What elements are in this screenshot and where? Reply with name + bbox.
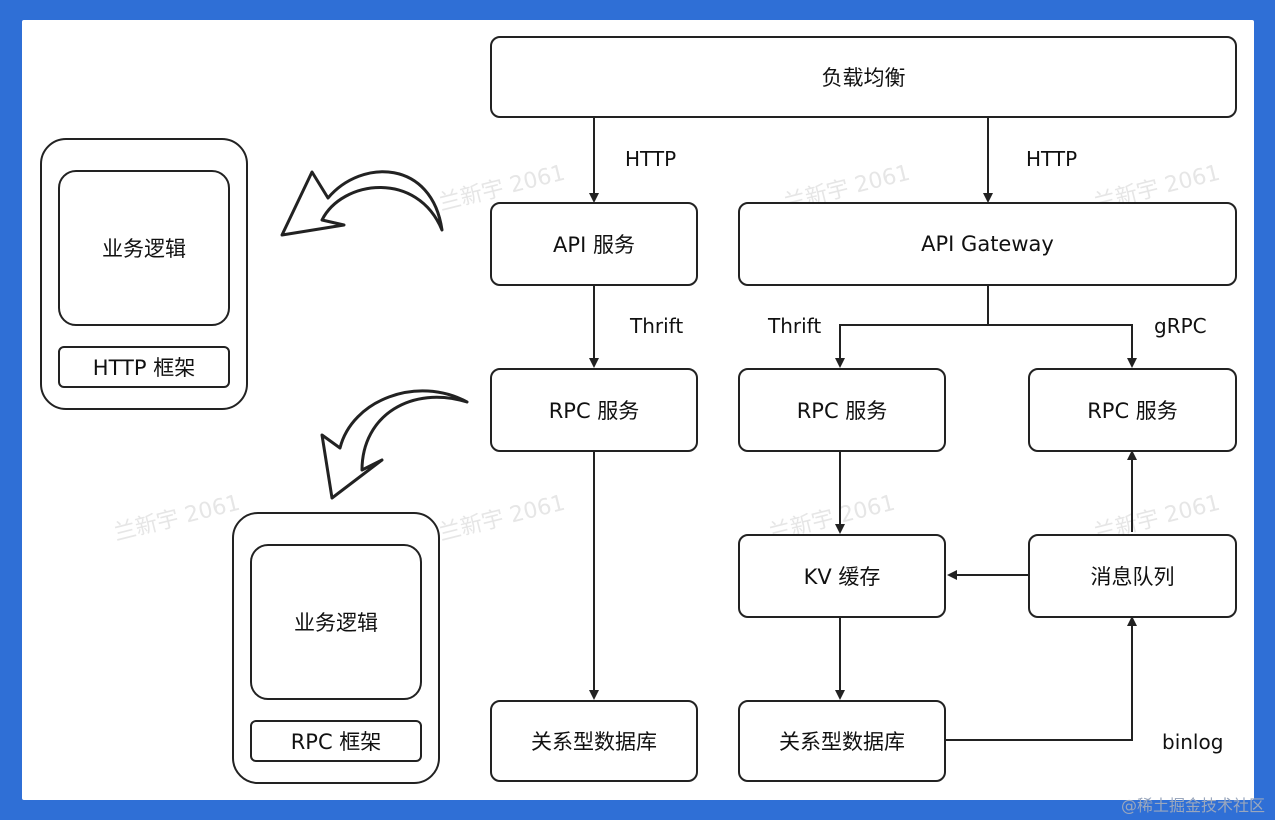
edge-label-binlog: binlog [1162,730,1224,754]
rpc-stack-frame: 业务逻辑 RPC 框架 [232,512,440,784]
curved-arrow-bottom [320,389,469,500]
http-stack-frame: 业务逻辑 HTTP 框架 [40,138,248,410]
curved-arrow-top [280,170,444,237]
api-gateway-box: API Gateway [738,202,1237,286]
rpc-framework-box: RPC 框架 [250,720,422,762]
relational-db-right-box: 关系型数据库 [738,700,946,782]
edge-label-http-left: HTTP [625,147,677,171]
rpc-service-left-box: RPC 服务 [490,368,698,452]
api-service-box: API 服务 [490,202,698,286]
rpc-service-mid-box: RPC 服务 [738,368,946,452]
edge-label-thrift-right: Thrift [768,314,822,338]
edge-gateway-to-rpc-right [988,324,1137,368]
kv-cache-box: KV 缓存 [738,534,946,618]
edge-label-grpc: gRPC [1154,314,1207,338]
http-business-logic-box: 业务逻辑 [58,170,230,326]
message-queue-box: 消息队列 [1028,534,1237,618]
rpc-business-logic-box: 业务逻辑 [250,544,422,700]
edge-gateway-to-rpc-mid [835,286,989,368]
edge-label-http-right: HTTP [1026,147,1078,171]
http-framework-box: HTTP 框架 [58,346,230,388]
credit-text: @稀土掘金技术社区 [1120,796,1265,815]
connectors [280,118,1137,741]
relational-db-left-box: 关系型数据库 [490,700,698,782]
diagram-canvas: 兰新宇 2061 兰新宇 2061 兰新宇 2061 兰新宇 2061 兰新宇 … [22,20,1254,800]
rpc-service-right-box: RPC 服务 [1028,368,1237,452]
edge-label-thrift-left: Thrift [630,314,684,338]
load-balancer-box: 负载均衡 [490,36,1237,118]
edge-db-binlog-to-mq [946,616,1137,741]
